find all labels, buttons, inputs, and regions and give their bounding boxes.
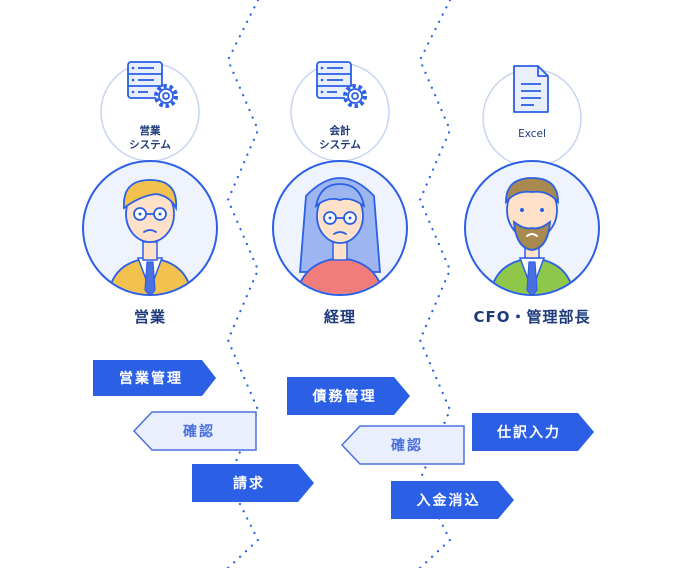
accountant-avatar: [272, 160, 408, 296]
system-label-sales: 営業 システム: [110, 124, 190, 152]
task-confirm-right-shape: [340, 425, 465, 465]
role-label-cfo: CFO・管理部長: [473, 308, 591, 326]
system-label-line1: 営業: [139, 125, 161, 137]
system-label-line2: システム: [129, 139, 171, 151]
system-label-excel: Excel: [492, 127, 572, 141]
task-label-receivables-matching: 入金消込: [416, 493, 481, 509]
task-label-payables-management: 債務管理: [312, 389, 377, 405]
system-label-line2: システム: [319, 139, 361, 151]
task-sales-management-shape: [93, 360, 216, 396]
task-label-billing: 請求: [233, 476, 265, 492]
system-label-line1: 会計: [329, 125, 351, 137]
server-gear-icon: [316, 61, 367, 108]
sales-person-avatar: [82, 160, 218, 296]
task-confirm-left-shape: [132, 411, 257, 451]
document-icon: [513, 65, 549, 113]
system-label-accounting: 会計 システム: [300, 124, 380, 152]
lane-divider-left: [226, 0, 260, 568]
task-label-journal-entry: 仕訳入力: [497, 425, 561, 441]
task-payables-management-shape: [287, 377, 410, 415]
role-label-accountant: 経理: [323, 308, 356, 326]
role-label-sales: 営業: [133, 308, 166, 326]
task-billing-shape: [192, 464, 314, 502]
system-label-line1: Excel: [518, 128, 546, 140]
task-receivables-matching-shape: [391, 481, 514, 519]
server-gear-icon: [127, 61, 178, 108]
lane-divider-right: [418, 0, 452, 568]
task-journal-entry-shape: [472, 413, 594, 451]
task-label-sales-management: 営業管理: [119, 371, 183, 387]
cfo-avatar: [464, 160, 600, 296]
task-label-confirm-right: 確認: [391, 438, 423, 454]
task-label-confirm-left: 確認: [183, 424, 215, 440]
